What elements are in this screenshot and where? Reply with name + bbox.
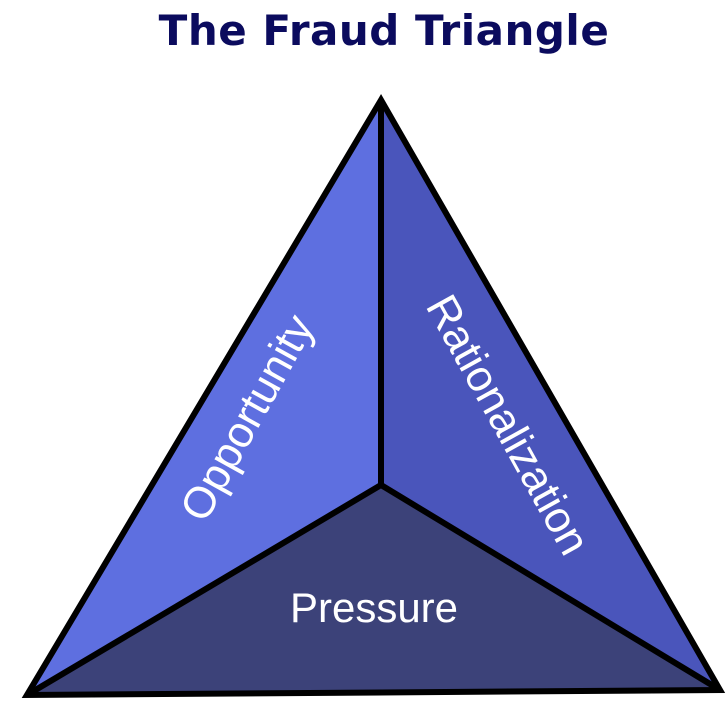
diagram-title: The Fraud Triangle [158, 6, 610, 55]
pressure-label: Pressure [290, 584, 458, 631]
pressure-face [27, 485, 720, 695]
triangle-outline [21, 94, 726, 699]
